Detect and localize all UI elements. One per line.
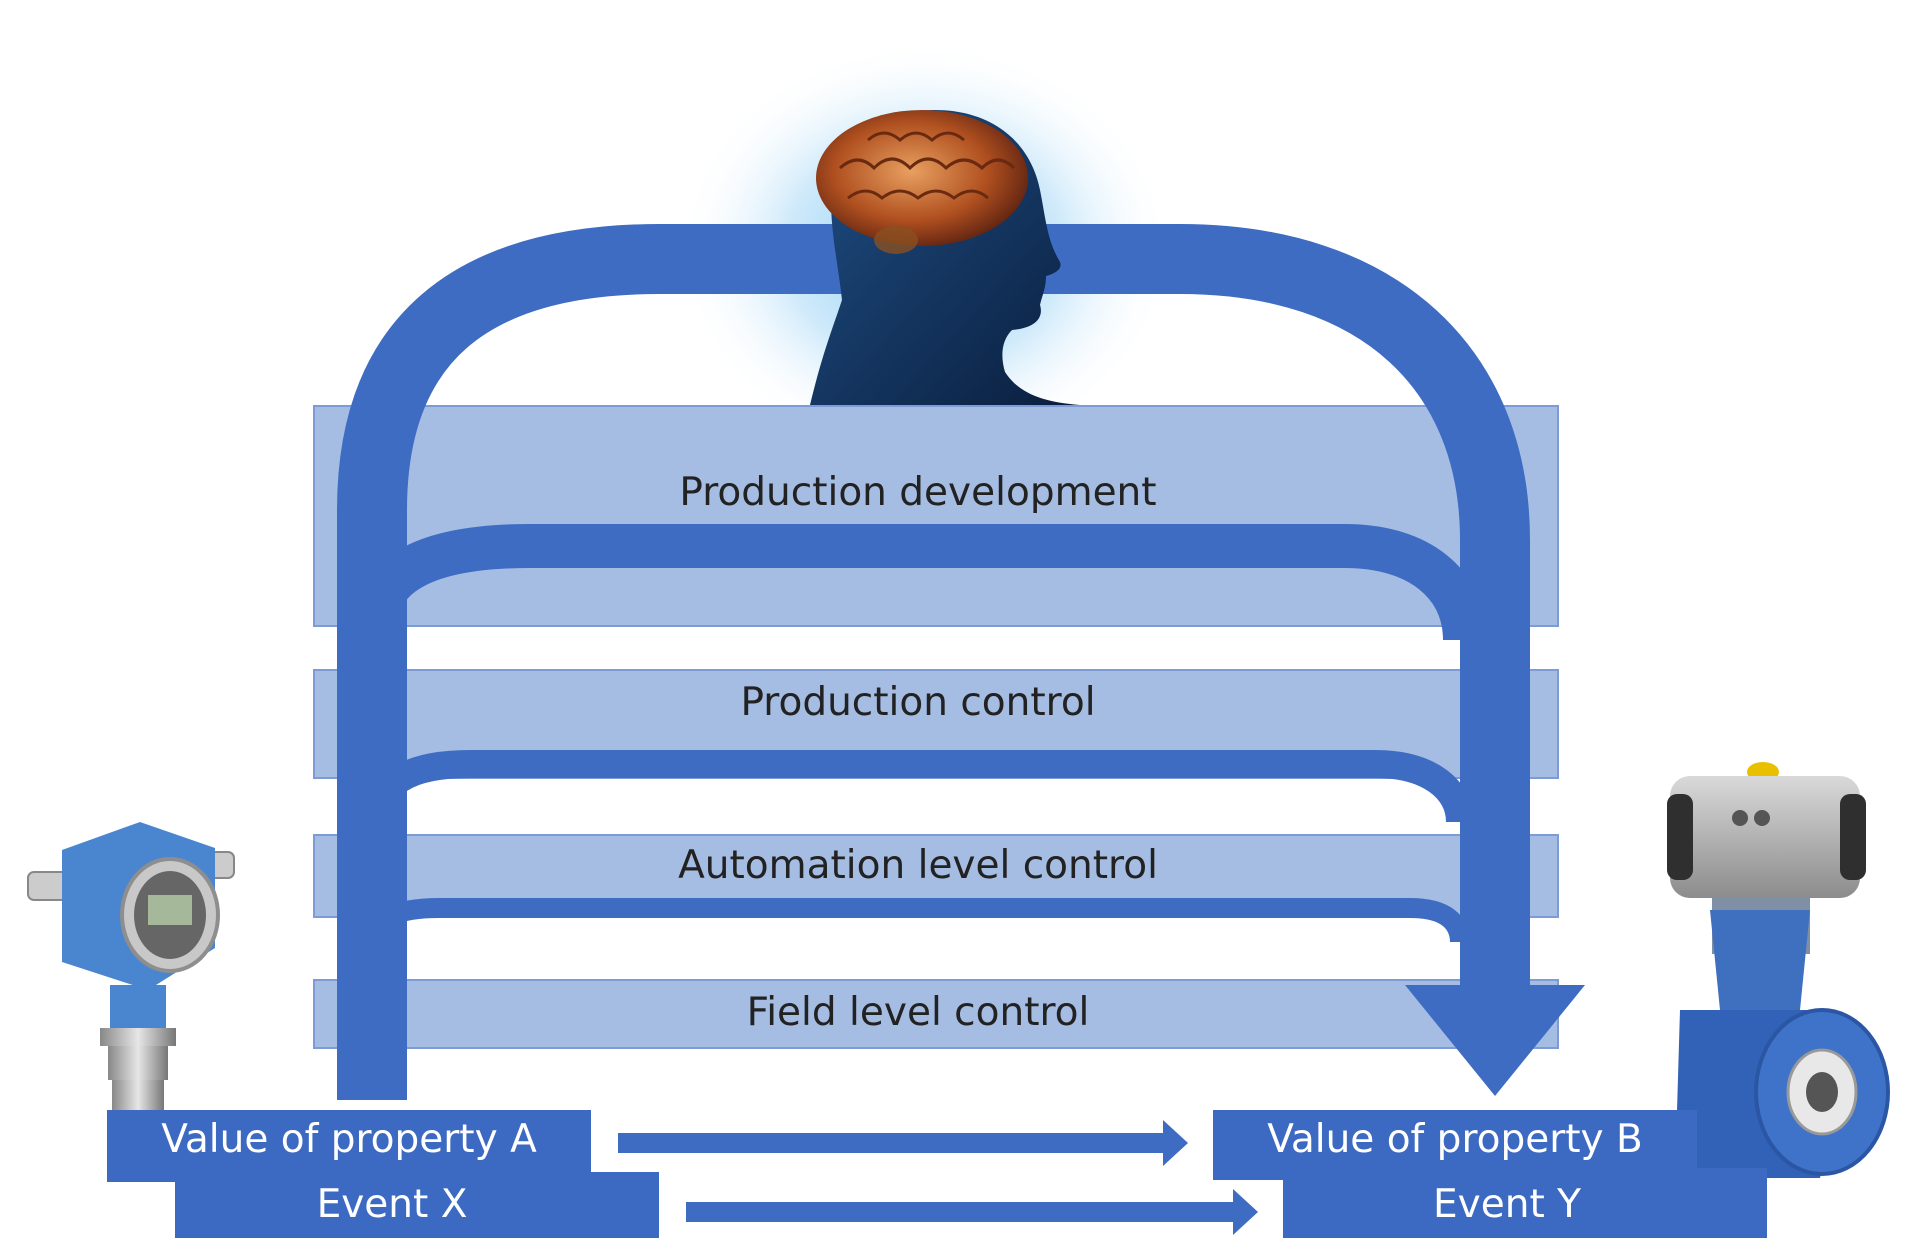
- event-x-box: [175, 1172, 659, 1238]
- label-production-development: Production development: [679, 470, 1157, 515]
- label-event-x: Event X: [316, 1182, 468, 1227]
- value-property-a-box: [107, 1110, 591, 1182]
- label-value-of-property-a: Value of property A: [161, 1117, 537, 1162]
- label-automation-level-control: Automation level control: [678, 843, 1158, 888]
- loop-automation-level-arc: [362, 750, 1474, 827]
- value-property-b-box: [1213, 1110, 1697, 1180]
- arrow-a-to-b-shaft: [618, 1133, 1168, 1153]
- label-production-control: Production control: [740, 680, 1096, 725]
- loop-field-level-arc: [366, 898, 1470, 945]
- label-event-y: Event Y: [1433, 1182, 1581, 1227]
- pressure-transmitter-icon: [27, 822, 235, 1114]
- main-arch-arrowhead: [1405, 985, 1585, 1096]
- arrow-a-to-b-head: [1163, 1120, 1188, 1166]
- band-production-development: [313, 405, 1559, 627]
- arrow-x-to-y-head: [1233, 1189, 1258, 1235]
- actuated-butterfly-valve-icon: [1667, 762, 1890, 1178]
- label-field-level-control: Field level control: [746, 990, 1090, 1035]
- main-arch-arrow: [337, 224, 1530, 1100]
- arrow-x-to-y-shaft: [686, 1202, 1238, 1222]
- label-value-of-property-b: Value of property B: [1267, 1117, 1643, 1162]
- human-head-brain-icon: [810, 110, 1080, 405]
